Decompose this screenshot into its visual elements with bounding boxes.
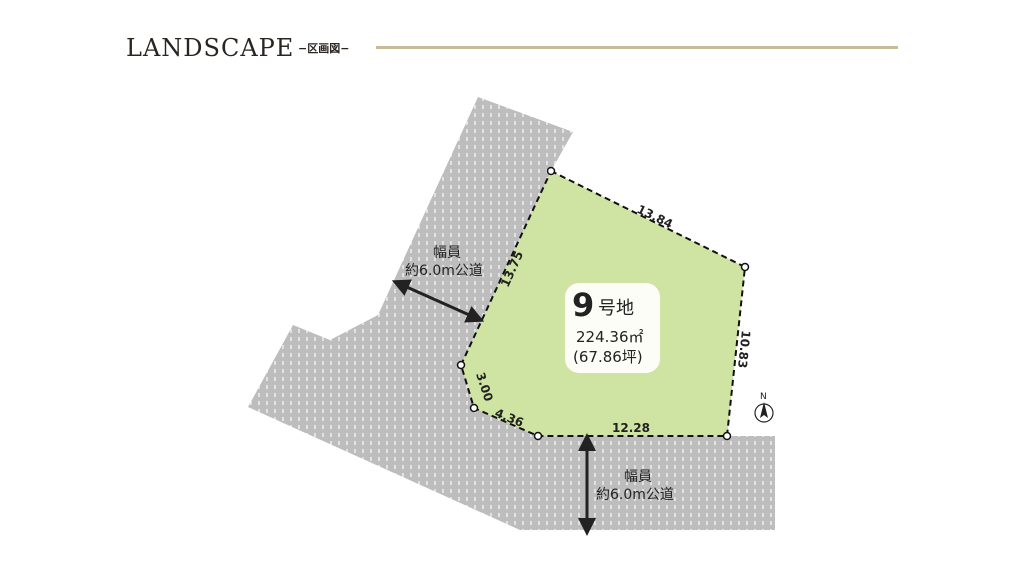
road2-label1: 幅員 xyxy=(624,469,652,485)
page-title: LANDSCAPE xyxy=(126,34,295,62)
dim-bottom: 12.28 xyxy=(612,421,650,435)
page-subtitle: −区画図− xyxy=(298,42,350,55)
road2-label2: 約6.0m公道 xyxy=(596,487,674,503)
north-compass-icon xyxy=(754,402,774,423)
lot-number: 9 xyxy=(572,286,594,324)
road-area xyxy=(248,97,775,530)
road-width-arrow-1 xyxy=(391,279,485,323)
compass-label: N xyxy=(760,392,767,402)
lot-area-sqm: 224.36㎡ xyxy=(576,328,644,346)
dim-right: 10.83 xyxy=(735,330,753,369)
lot-area-tsubo: (67.86坪) xyxy=(573,348,643,366)
boundary-markers xyxy=(456,166,750,441)
lot-suffix: 号地 xyxy=(598,298,634,319)
road1-label2: 約6.0m公道 xyxy=(405,263,483,279)
title-rule xyxy=(376,46,898,49)
road1-label1: 幅員 xyxy=(433,245,461,261)
